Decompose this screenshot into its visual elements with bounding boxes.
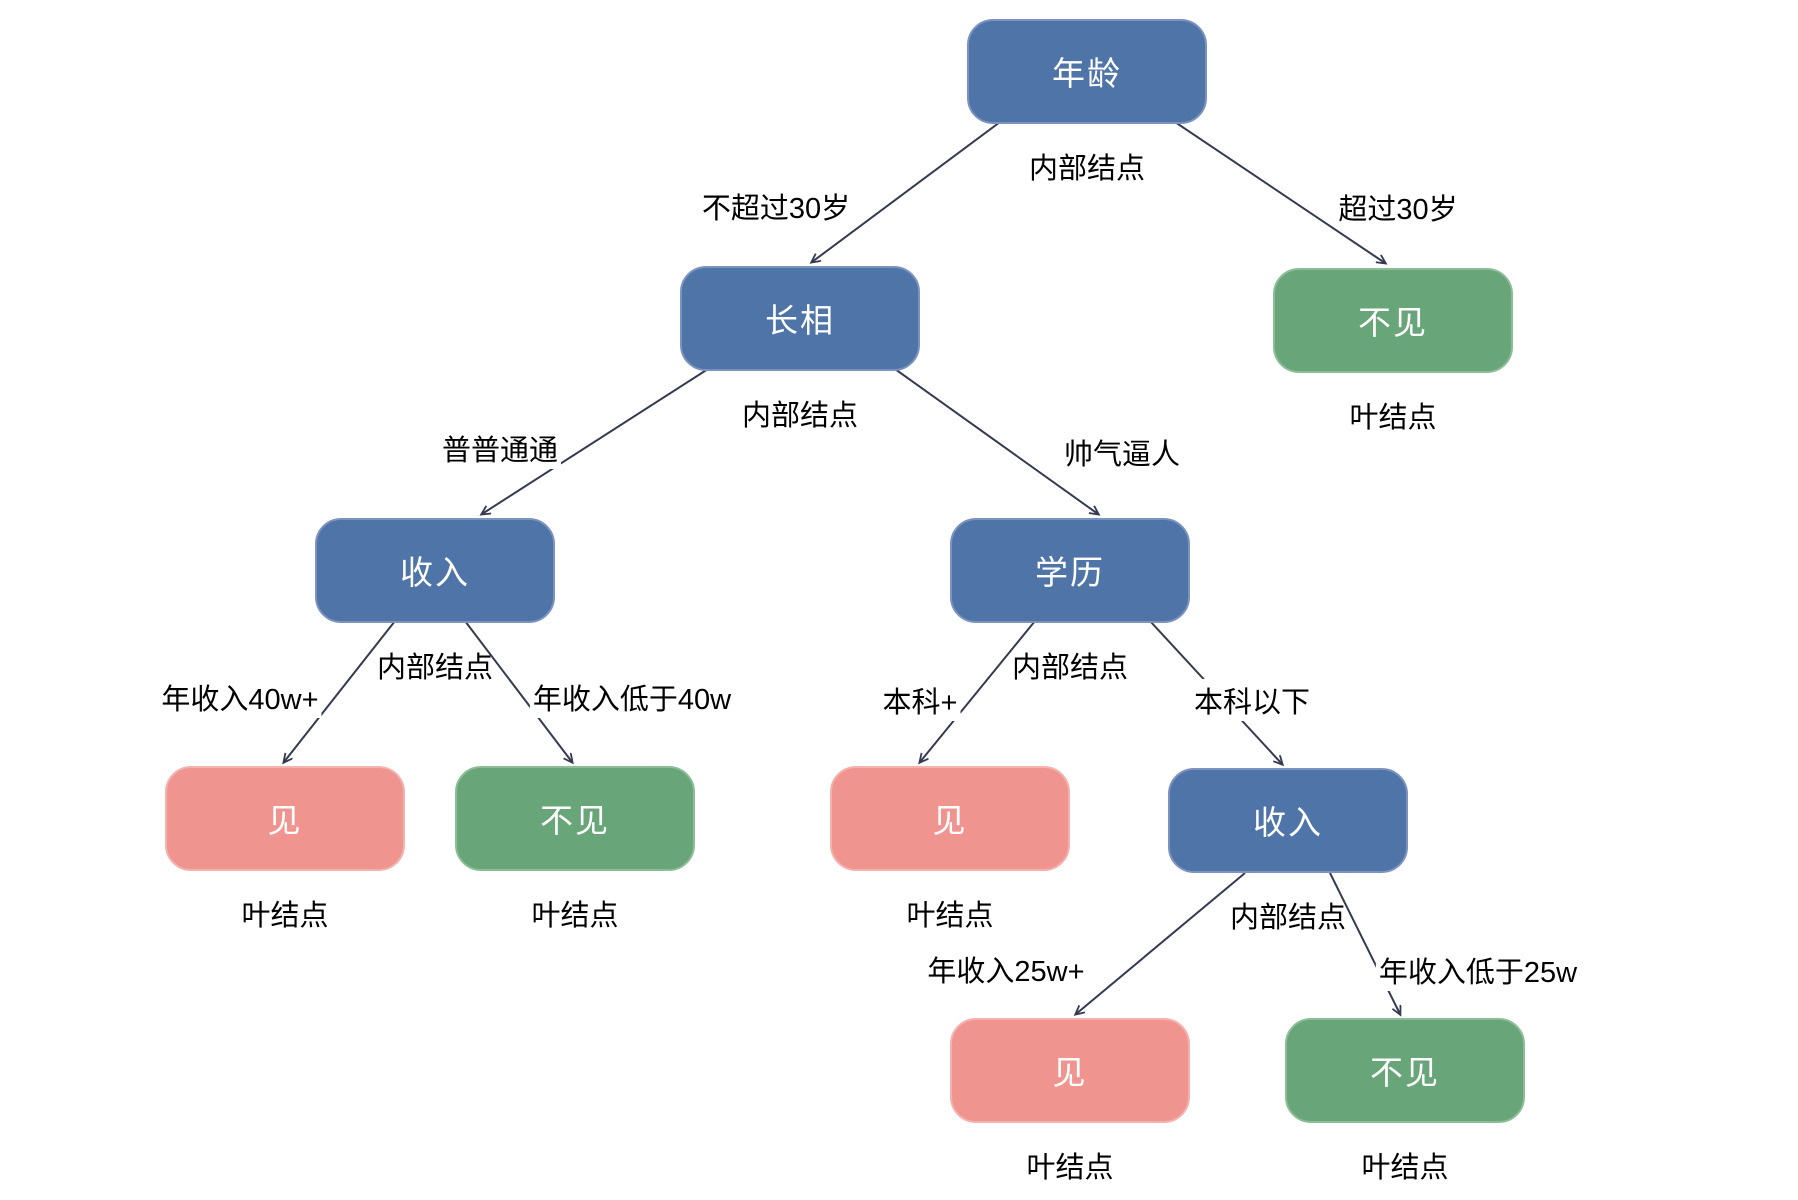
- tree-edge-income2-to-meet25: [1076, 872, 1246, 1014]
- tree-node-label-looks: 长相: [765, 302, 835, 339]
- node-type-label-refuse30: 叶结点: [1349, 401, 1437, 434]
- node-type-label-education: 内部结点: [1011, 651, 1129, 684]
- tree-node-label-age: 年龄: [1052, 55, 1122, 92]
- tree-node-looks[interactable]: 长相: [680, 265, 920, 371]
- tree-node-label-refuse40: 不见: [540, 802, 610, 839]
- tree-node-meet40[interactable]: 见: [165, 765, 405, 871]
- tree-node-label-income1: 收入: [400, 554, 470, 591]
- node-type-label-meetBach: 叶结点: [906, 899, 994, 932]
- tree-edge-education-to-meetBach: [920, 620, 1036, 762]
- edge-label-education-to-meetBach: 本科+: [879, 679, 961, 721]
- edge-label-income1-to-meet40: 年收入40w+: [158, 676, 322, 718]
- tree-node-label-meet25: 见: [1052, 1054, 1088, 1091]
- edge-label-age-to-looks: 不超过30岁: [698, 185, 854, 227]
- tree-node-label-refuse25: 不见: [1370, 1054, 1440, 1091]
- edge-label-education-to-income2: 本科以下: [1190, 679, 1314, 721]
- tree-node-income2[interactable]: 收入: [1168, 767, 1408, 873]
- tree-node-education[interactable]: 学历: [950, 517, 1190, 623]
- node-type-label-income1: 内部结点: [376, 651, 494, 684]
- edge-label-looks-to-income1: 普普通通: [438, 427, 562, 469]
- tree-node-label-income2: 收入: [1253, 804, 1323, 841]
- edge-label-income1-to-refuse40: 年收入低于40w: [529, 676, 735, 718]
- tree-node-label-meet40: 见: [267, 802, 303, 839]
- edge-label-age-to-refuse30: 超过30岁: [1335, 186, 1461, 228]
- tree-node-income1[interactable]: 收入: [315, 517, 555, 623]
- node-type-label-meet40: 叶结点: [241, 899, 329, 932]
- node-type-label-age: 内部结点: [1028, 152, 1146, 185]
- tree-node-label-meetBach: 见: [932, 802, 968, 839]
- node-type-label-meet25: 叶结点: [1026, 1151, 1114, 1184]
- tree-node-refuse25[interactable]: 不见: [1285, 1017, 1525, 1123]
- tree-edge-looks-to-education: [894, 368, 1098, 514]
- tree-node-age[interactable]: 年龄: [967, 18, 1207, 124]
- node-type-label-looks: 内部结点: [741, 399, 859, 432]
- tree-node-label-education: 学历: [1035, 554, 1105, 591]
- edge-label-income2-to-refuse25: 年收入低于25w: [1375, 949, 1581, 991]
- tree-node-meet25[interactable]: 见: [950, 1017, 1190, 1123]
- tree-node-label-refuse30: 不见: [1358, 304, 1428, 341]
- node-type-label-refuse25: 叶结点: [1361, 1151, 1449, 1184]
- edge-label-looks-to-education: 帅气逼人: [1060, 431, 1184, 473]
- tree-edge-income1-to-refuse40: [464, 620, 572, 762]
- tree-edge-income1-to-meet40: [284, 620, 396, 762]
- tree-node-refuse40[interactable]: 不见: [455, 765, 695, 871]
- node-type-label-income2: 内部结点: [1229, 901, 1347, 934]
- tree-edge-age-to-looks: [812, 121, 1001, 262]
- node-type-label-refuse40: 叶结点: [531, 899, 619, 932]
- tree-edge-age-to-refuse30: [1174, 121, 1385, 263]
- tree-node-meetBach[interactable]: 见: [830, 765, 1070, 871]
- tree-edge-looks-to-income1: [482, 368, 709, 514]
- edge-label-income2-to-meet25: 年收入25w+: [924, 948, 1088, 990]
- tree-node-refuse30[interactable]: 不见: [1273, 267, 1513, 373]
